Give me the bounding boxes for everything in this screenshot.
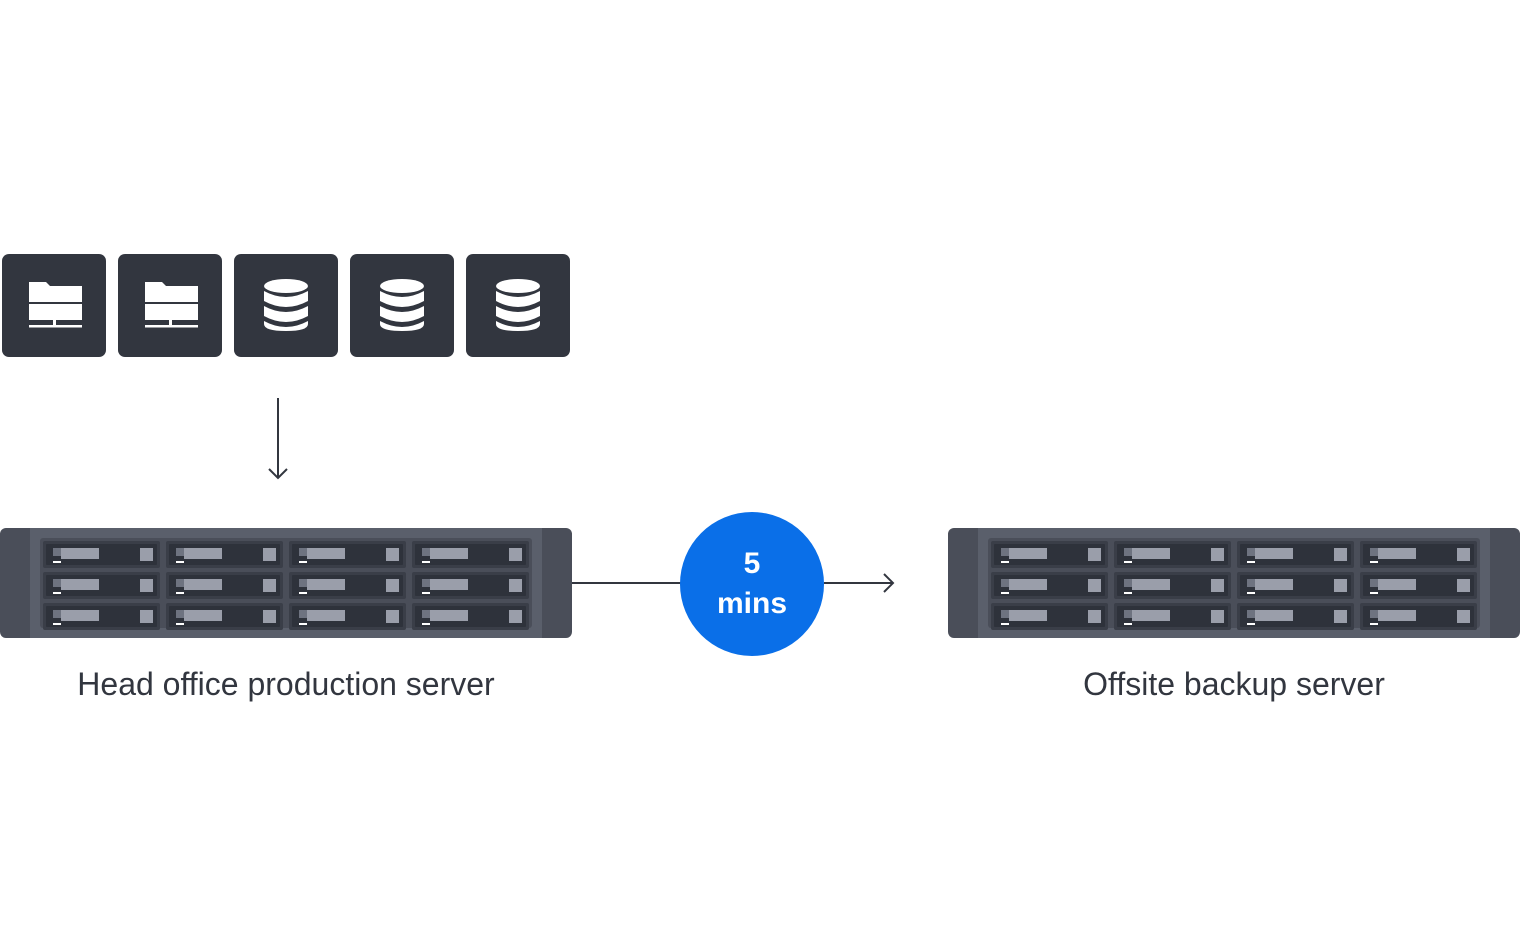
drive-bay-area — [40, 538, 532, 628]
drive-bay — [1360, 541, 1477, 568]
drive-bay — [166, 541, 283, 568]
drive-bay — [1237, 541, 1354, 568]
drive-bay — [166, 572, 283, 599]
database-tile-3 — [466, 254, 570, 357]
drive-bay — [991, 572, 1108, 599]
drive-bay — [412, 541, 529, 568]
production-server — [0, 528, 572, 638]
drive-bay — [289, 541, 406, 568]
database-tile-1 — [234, 254, 338, 357]
drive-bay — [1114, 603, 1231, 630]
drive-bay — [43, 603, 160, 630]
rack-server-icon — [948, 528, 1520, 638]
file-share-tile-2 — [118, 254, 222, 357]
drive-bay — [289, 603, 406, 630]
database-icon — [380, 279, 424, 331]
drive-bay — [412, 603, 529, 630]
rack-server-icon — [0, 528, 572, 638]
drive-bay — [1114, 572, 1231, 599]
drive-bay-area — [988, 538, 1480, 628]
drive-bay — [991, 603, 1108, 630]
drive-bay — [1360, 572, 1477, 599]
interval-badge: 5 mins — [680, 512, 824, 656]
drive-bay — [991, 541, 1108, 568]
network-folder-icon — [145, 282, 198, 328]
right-arrow — [824, 573, 895, 593]
file-share-tile-1 — [2, 254, 106, 357]
drive-bay — [1237, 572, 1354, 599]
drive-bay — [289, 572, 406, 599]
down-arrow — [268, 398, 288, 480]
drive-bay — [1360, 603, 1477, 630]
backup-server-label: Offsite backup server — [1083, 666, 1385, 702]
production-server-label: Head office production server — [77, 666, 495, 702]
interval-value: 5 — [743, 547, 761, 580]
backup-server — [948, 528, 1520, 638]
network-folder-icon — [29, 282, 82, 328]
drive-bay — [1237, 603, 1354, 630]
drive-bay — [412, 572, 529, 599]
drive-bay — [166, 603, 283, 630]
database-icon — [264, 279, 308, 331]
database-icon — [496, 279, 540, 331]
interval-unit: mins — [716, 587, 788, 620]
database-tile-2 — [350, 254, 454, 357]
drive-bay — [1114, 541, 1231, 568]
drive-bay — [43, 541, 160, 568]
drive-bay — [43, 572, 160, 599]
